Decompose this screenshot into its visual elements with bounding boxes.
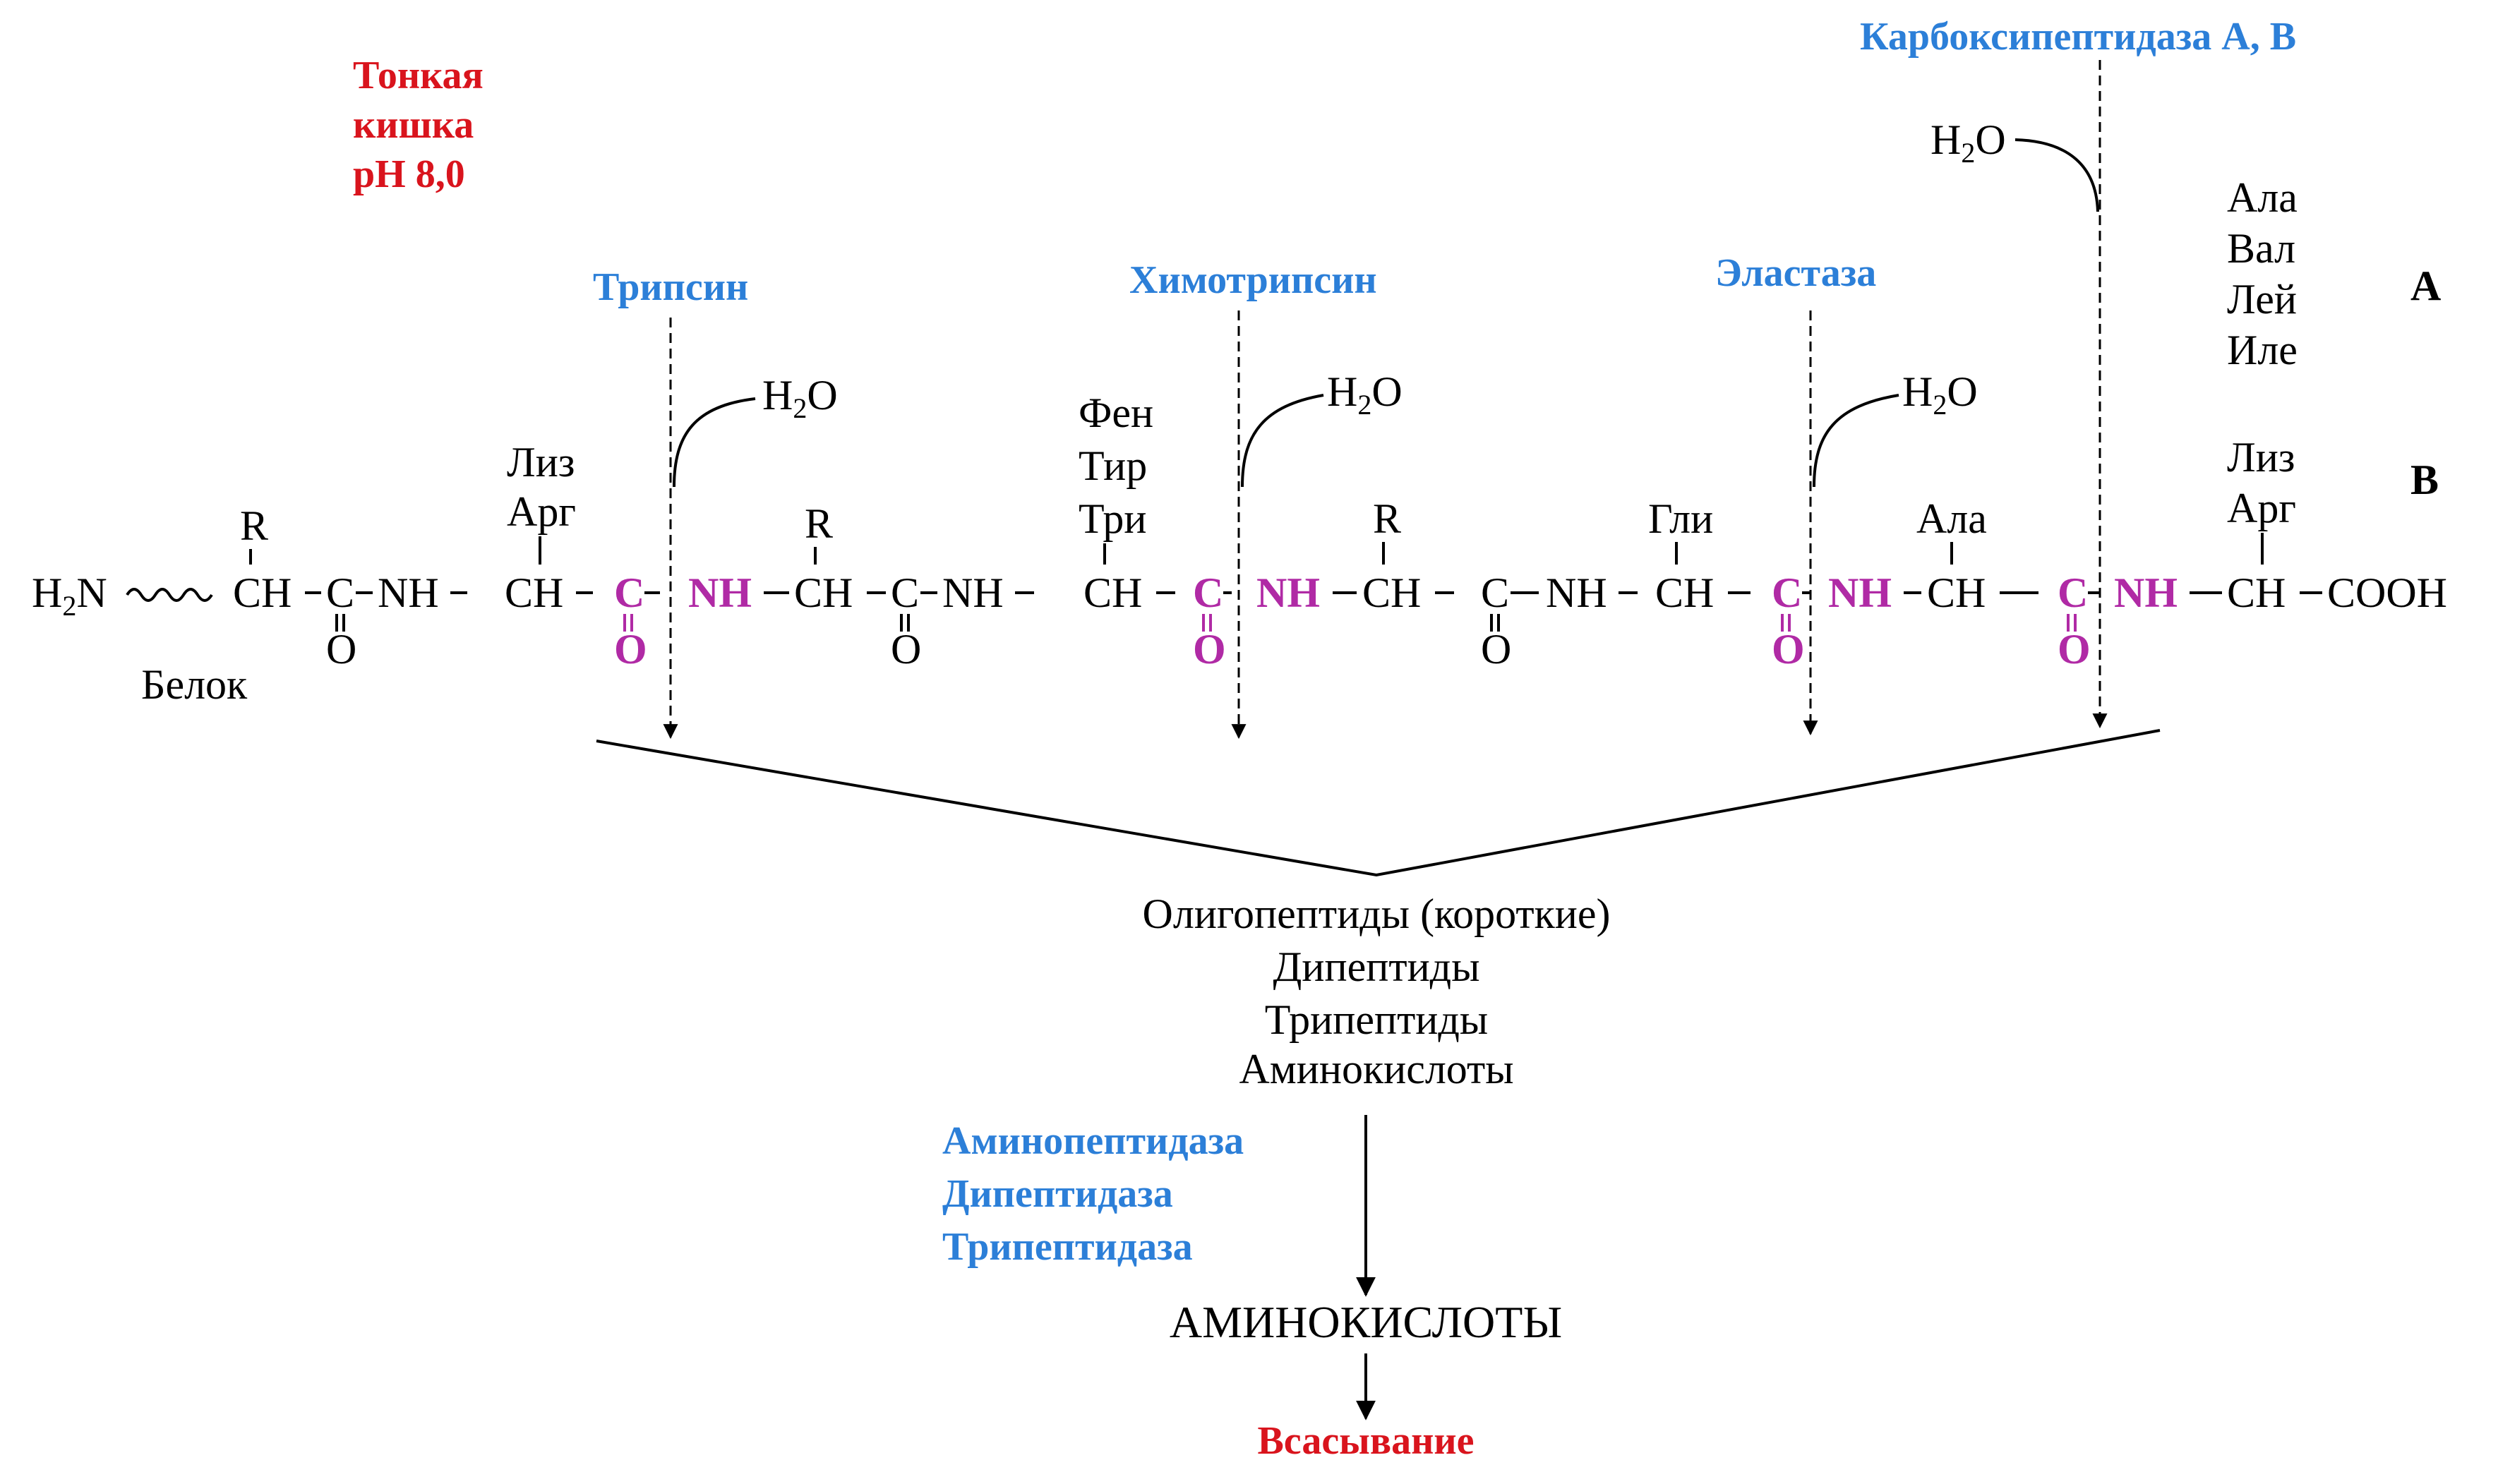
residue-r-2: R — [805, 500, 833, 547]
chain-nh-3: NH — [1546, 569, 1607, 616]
carbonyl-o-1: O — [326, 626, 356, 672]
cpa-leu: Лей — [2227, 276, 2297, 322]
cleaved-nh-3: NH — [1828, 569, 1892, 616]
residue-ala: Ала — [1916, 495, 1987, 542]
c-terminus-cooh: COOH — [2327, 569, 2447, 616]
chain-ch-6: CH — [1655, 569, 1714, 616]
chain-ch-2: CH — [505, 569, 563, 616]
water-label-2: H2O — [1327, 368, 1403, 421]
water-curve-2 — [1241, 394, 1324, 488]
cpa-ala: Ала — [2227, 174, 2298, 221]
cpb-arg: Арг — [2227, 485, 2296, 531]
enzyme-elastase: Эластаза — [1715, 251, 1876, 295]
location-label: Тонкая кишка pH 8,0 — [353, 54, 484, 196]
elastase-site-gly: Гли — [1648, 495, 1713, 542]
water-curve-4 — [2014, 138, 2099, 212]
chain-c-2: C — [891, 569, 919, 616]
cleaved-c-3: C — [1772, 569, 1802, 616]
cleaved-nh-1: NH — [688, 569, 752, 616]
enzyme-aminopeptidase: Аминопептидаза — [942, 1119, 1244, 1163]
cleaved-nh-4: NH — [2114, 569, 2178, 616]
enzyme-tripeptidase: Трипептидаза — [942, 1225, 1193, 1269]
cleaved-o-4: O — [2058, 626, 2091, 672]
cleaved-o-2: O — [1193, 626, 1226, 672]
product-aminoacids: Аминокислоты — [1239, 1046, 1513, 1092]
water-curve-3 — [1813, 394, 1899, 488]
converging-lines — [596, 729, 2161, 877]
carboxypeptidase-a-residues: Ала Вал Лей Иле — [2227, 174, 2298, 373]
trypsin-site-lys: Лиз — [507, 439, 575, 485]
enzyme-chymotrypsin: Химотрипсин — [1129, 258, 1377, 302]
absorption-label: Всасывание — [1257, 1419, 1474, 1463]
location-line-2: кишка — [353, 103, 474, 147]
water-label-3: H2O — [1902, 368, 1978, 421]
cpb-lys: Лиз — [2227, 434, 2295, 481]
water-curve-1 — [673, 397, 756, 488]
chain-ch-8: CH — [2227, 569, 2286, 616]
water-label-4: H2O — [1930, 116, 2006, 169]
marker-a: А — [2410, 263, 2441, 309]
residue-r-3: R — [1373, 495, 1401, 542]
enzyme-dipeptidase: Дипептидаза — [942, 1172, 1173, 1216]
wavy-bond — [126, 588, 213, 602]
peptide-chain: H2N CH C NH CH C NH CH C NH CH C NH CH C… — [32, 569, 2447, 622]
carbonyl-groups: O O O O O O O — [326, 614, 2091, 672]
chain-ch-7: CH — [1927, 569, 1986, 616]
chymotrypsin-site-phe: Фен — [1079, 390, 1153, 436]
carboxypeptidase-b-residues: Лиз Арг — [2227, 434, 2296, 531]
chymotrypsin-site-tyr: Тир — [1079, 442, 1147, 489]
cleaved-nh-2: NH — [1256, 569, 1320, 616]
product-dipeptides: Дипептиды — [1273, 943, 1479, 990]
cleaved-o-1: O — [614, 626, 647, 672]
water-label-1: H2O — [762, 372, 838, 424]
products-list: Олигопептиды (короткие) Дипептиды Трипеп… — [1143, 891, 1611, 1092]
chain-c-1: C — [326, 569, 354, 616]
product-oligopeptides: Олигопептиды (короткие) — [1143, 891, 1611, 937]
cpa-ile: Иле — [2227, 327, 2298, 373]
enzyme-carboxypeptidase: Карбоксипептидаза А, В — [1860, 15, 2296, 59]
final-aminoacids: АМИНОКИСЛОТЫ — [1170, 1297, 1562, 1347]
product-tripeptides: Трипептиды — [1265, 996, 1489, 1043]
trypsin-site-arg: Арг — [507, 488, 576, 535]
chain-ch-5: CH — [1362, 569, 1421, 616]
residue-r-1: R — [240, 502, 268, 549]
brush-border-enzymes: Аминопептидаза Дипептидаза Трипептидаза — [942, 1119, 1244, 1269]
chain-nh-2: NH — [942, 569, 1004, 616]
protein-label: Белок — [141, 661, 248, 708]
enzyme-trypsin: Трипсин — [593, 265, 748, 309]
chain-c-3: C — [1481, 569, 1509, 616]
marker-b: В — [2410, 457, 2439, 503]
carbonyl-o-3: O — [1481, 626, 1511, 672]
cleaved-c-1: C — [614, 569, 644, 616]
cleaved-o-3: O — [1772, 626, 1805, 672]
location-line-3: pH 8,0 — [353, 152, 465, 196]
cleaved-c-2: C — [1193, 569, 1223, 616]
chain-ch-4: CH — [1083, 569, 1142, 616]
location-line-1: Тонкая — [353, 54, 484, 97]
chain-nh-1: NH — [378, 569, 439, 616]
cpa-val: Вал — [2227, 225, 2295, 272]
carbonyl-o-2: O — [891, 626, 921, 672]
chain-ch-1: CH — [233, 569, 292, 616]
chain-ch-3: CH — [794, 569, 853, 616]
cleaved-c-4: C — [2058, 569, 2088, 616]
chymotrypsin-site-trp: Три — [1079, 495, 1146, 542]
n-terminus: H2N — [32, 569, 107, 622]
